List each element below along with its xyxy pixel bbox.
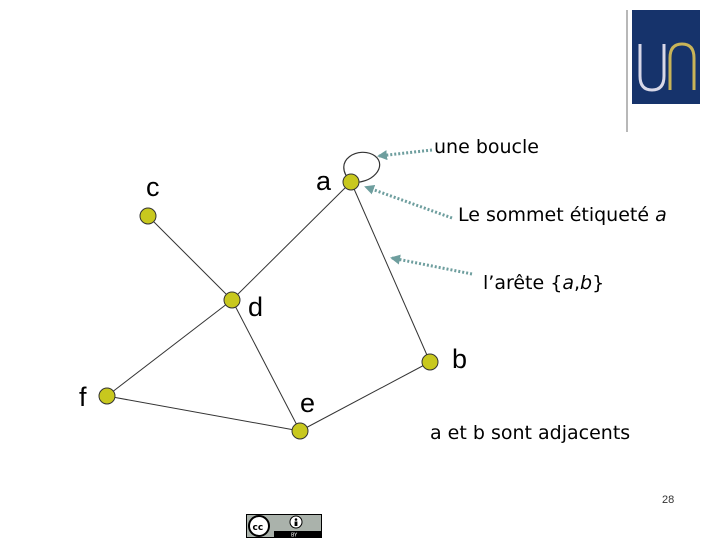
arrow-to-vertex-a — [364, 185, 453, 220]
edge-d-e — [231, 299, 301, 432]
vertex-b — [421, 353, 439, 371]
logo-mark — [638, 42, 696, 92]
annotation-vertex-var: a — [655, 204, 667, 226]
vertex-c — [139, 207, 157, 225]
vertex-labels: a b c d e f — [79, 166, 467, 418]
cc-by-license-badge: cc BY — [246, 514, 322, 542]
annotation-edge: l’arête {a,b} — [483, 272, 604, 294]
edge-a-loop — [343, 151, 381, 183]
vertex-e — [291, 422, 309, 440]
edge-e-b — [299, 361, 431, 432]
logo-divider — [626, 10, 628, 132]
svg-text:cc: cc — [253, 523, 264, 533]
vertex-label-e: e — [300, 388, 315, 418]
vertex-label-f: f — [79, 382, 87, 412]
annotation-edge-prefix: l’arête { — [483, 272, 563, 294]
vertex-f — [98, 387, 116, 405]
vertex-label-b: b — [452, 344, 467, 374]
annotation-adjacent: a et b sont adjacents — [430, 422, 630, 444]
edge-a-b — [350, 181, 431, 363]
edge-c-d — [147, 215, 233, 301]
arrow-to-edge-ab — [390, 254, 473, 276]
annotation-loop-text: une boucle — [434, 136, 539, 158]
university-logo — [632, 10, 700, 104]
page-number: 28 — [662, 494, 675, 506]
vertices — [98, 173, 439, 440]
annotation-vertex: Le sommet étiqueté a — [458, 204, 667, 226]
edge-d-f — [106, 299, 233, 397]
edge-f-e — [106, 395, 301, 432]
edge-a-d — [231, 181, 352, 301]
annotation-vertex-text: Le sommet étiqueté — [458, 204, 656, 226]
annotation-edge-suffix: } — [592, 272, 605, 294]
cc-by-icon: cc BY — [246, 514, 322, 539]
arrow-to-loop — [377, 148, 433, 161]
annotation-edge-b: b — [580, 272, 593, 294]
vertex-label-d: d — [248, 292, 263, 322]
vertex-a — [342, 173, 360, 191]
vertex-label-c: c — [146, 172, 160, 202]
svg-text:BY: BY — [291, 533, 298, 539]
edges — [106, 151, 431, 432]
vertex-label-a: a — [316, 166, 332, 196]
annotation-adjacent-text: a et b sont adjacents — [430, 422, 631, 444]
annotation-arrows — [364, 148, 473, 276]
annotation-loop: une boucle — [434, 136, 539, 158]
vertex-d — [223, 291, 241, 309]
annotation-edge-a: a — [562, 272, 574, 294]
annotation-edge-sep: , — [573, 272, 581, 294]
